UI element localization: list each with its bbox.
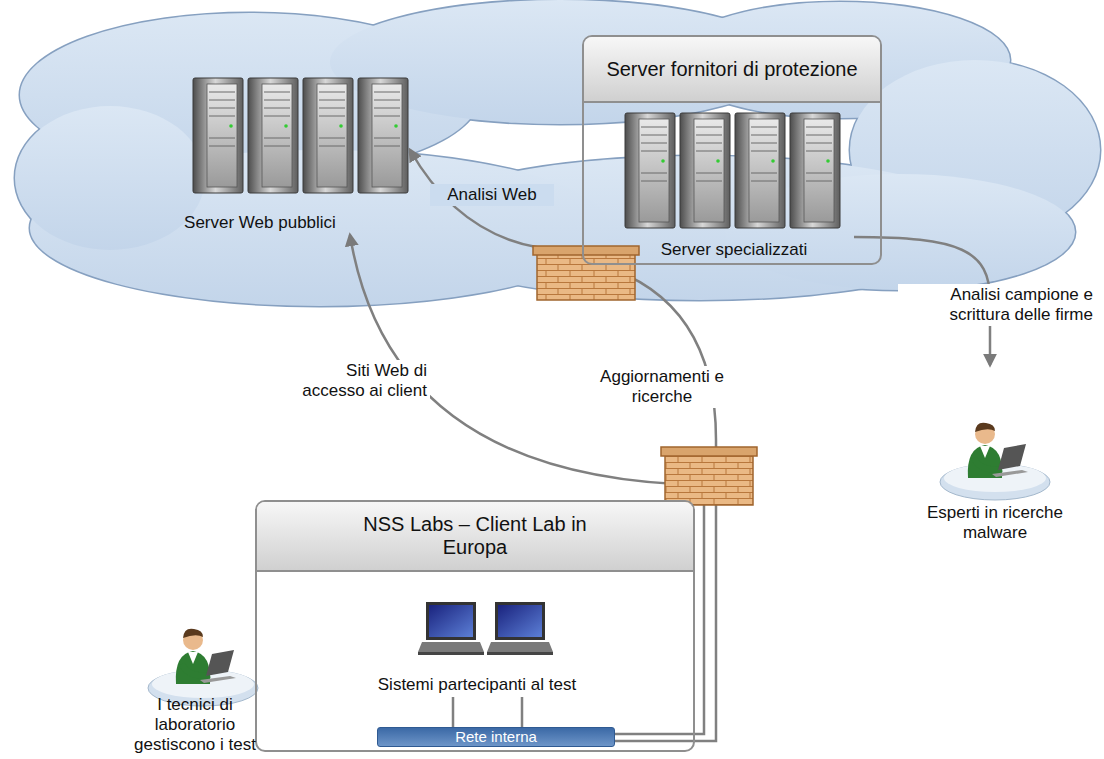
connector bbox=[453, 697, 522, 727]
person-at-desk bbox=[148, 629, 258, 706]
server-rack bbox=[193, 78, 408, 193]
connector bbox=[410, 150, 582, 250]
network-bar: Rete interna bbox=[377, 727, 615, 747]
server-group: Server specializzati bbox=[614, 112, 854, 262]
person-figure: I tecnici di laboratorio gestiscono i te… bbox=[118, 598, 272, 757]
firewall bbox=[533, 246, 639, 300]
laptop-group: Sistemi partecipanti al test bbox=[337, 597, 617, 697]
firewall bbox=[661, 447, 757, 505]
laptop bbox=[418, 602, 484, 655]
edge-label: Analisi campione e scrittura delle firme bbox=[898, 284, 1096, 326]
server-rack bbox=[625, 113, 840, 228]
node-text: Esperti in ricerche malware bbox=[919, 503, 1071, 543]
provider-box: Server fornitori di protezioneServer spe… bbox=[582, 35, 882, 265]
server-group: Server Web pubblici bbox=[110, 70, 410, 235]
person-at-desk bbox=[940, 423, 1050, 500]
person-figure: Esperti in ricerche malware bbox=[915, 365, 1075, 545]
edge-label: Siti Web di accesso ai client bbox=[288, 360, 430, 402]
connector bbox=[350, 235, 704, 734]
node-text: I tecnici di laboratorio gestiscono i te… bbox=[122, 695, 268, 755]
node-text: Rete interna bbox=[455, 729, 537, 746]
node-text: Server specializzati bbox=[661, 240, 807, 260]
node-text: Sistemi partecipanti al test bbox=[378, 675, 576, 695]
edge-label: Analisi Web bbox=[430, 184, 554, 206]
node-text: Server Web pubblici bbox=[184, 213, 336, 233]
laptop bbox=[487, 602, 553, 655]
node-text: NSS Labs – Client Lab in Europa bbox=[350, 513, 600, 559]
node-text: Server fornitori di protezione bbox=[606, 58, 857, 81]
lab-box: NSS Labs – Client Lab in EuropaSistemi p… bbox=[255, 500, 695, 752]
cloud bbox=[15, 0, 1100, 306]
header-band: Server fornitori di protezione bbox=[584, 37, 880, 103]
header-band: NSS Labs – Client Lab in Europa bbox=[257, 502, 693, 572]
lab-ground bbox=[255, 500, 695, 752]
edge-label: Aggiornamenti e ricerche bbox=[596, 366, 728, 408]
